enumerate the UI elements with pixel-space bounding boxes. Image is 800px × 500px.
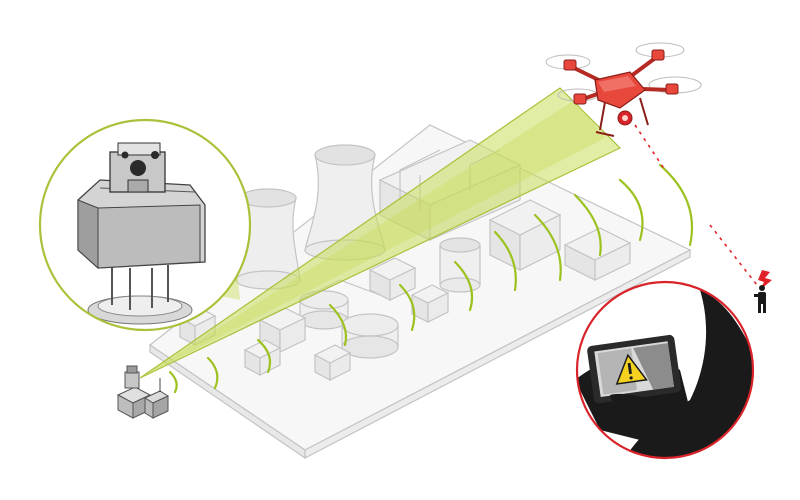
camera-tower-ground — [116, 365, 170, 419]
quadcopter-drone-icon — [545, 42, 702, 137]
jammer-bolt-icon — [758, 270, 772, 290]
signal-arc-9 — [256, 338, 272, 374]
signal-arc-5 — [493, 230, 517, 292]
signal-arc-3 — [573, 193, 602, 257]
signal-arc-11 — [168, 370, 178, 394]
camera-detection-beam — [139, 87, 622, 379]
signal-arc-8 — [328, 303, 348, 347]
signal-arc-10 — [206, 356, 219, 390]
storage-tank-round-2 — [341, 313, 399, 359]
plant-ground-slab-edge-right — [304, 249, 691, 459]
warning-triangle-icon — [615, 353, 648, 385]
signal-arc-2 — [658, 163, 694, 247]
plant-building-right — [563, 227, 632, 281]
industrial-plant — [148, 124, 692, 460]
signal-arc-4 — [533, 213, 562, 282]
operator-alert-callout — [575, 280, 755, 460]
storage-tank-center — [439, 237, 481, 293]
camera-detection-beam-inner — [140, 100, 605, 378]
thermal-camera-icon — [130, 160, 146, 176]
signal-arc-6 — [453, 260, 474, 312]
signal-arc-1 — [618, 178, 644, 242]
signal-arc-7 — [398, 283, 416, 332]
radio-signal-arcs — [168, 163, 694, 394]
person-with-controller-icon — [754, 285, 766, 313]
jamming-signal-path — [634, 124, 758, 286]
thermal-camera-callout — [38, 118, 252, 332]
